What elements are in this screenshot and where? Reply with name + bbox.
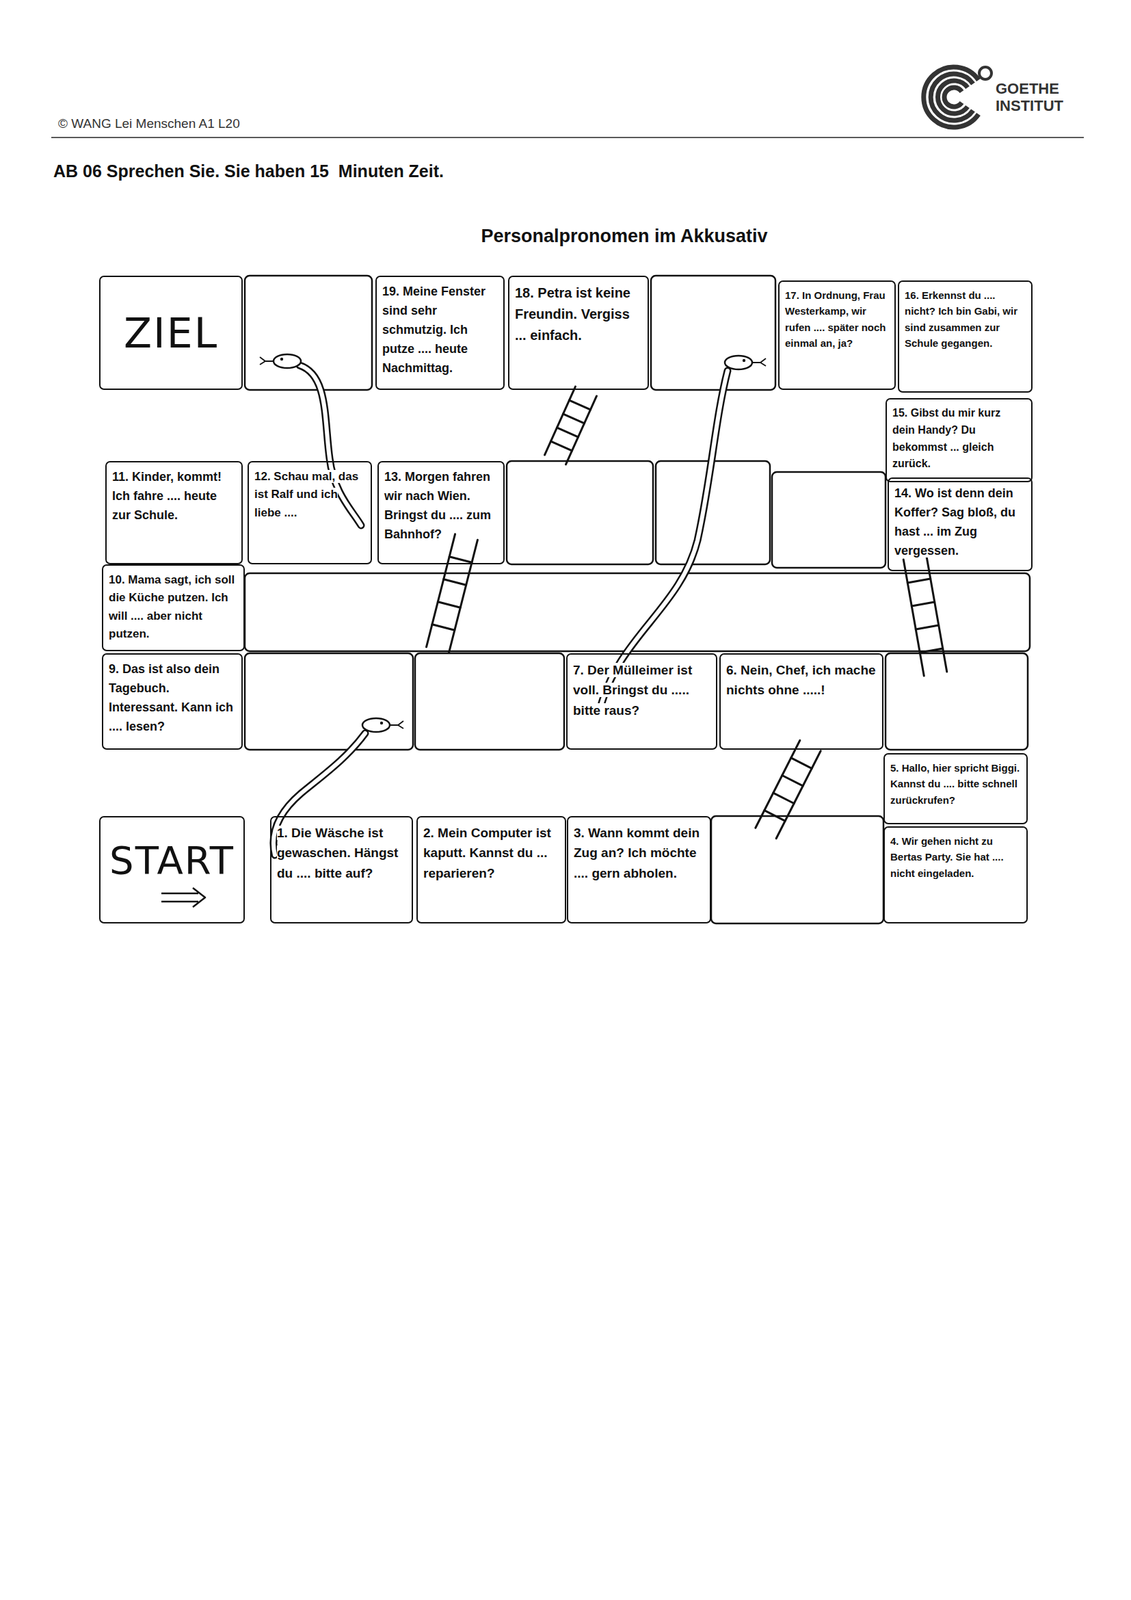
header-rule (51, 136, 1084, 139)
board-endpoint: ZIEL (99, 275, 243, 390)
question-field: 6. Nein, Chef, ich mache nichts ohne ...… (719, 653, 884, 750)
question-text: 6. Nein, Chef, ich mache nichts ohne ...… (726, 662, 876, 697)
ladder-rung (449, 556, 472, 563)
ladder-rung (919, 648, 943, 653)
board-endpoint: START (99, 815, 245, 924)
question-field: 17. In Ordnung, Frau Westerkamp, wir ruf… (778, 280, 896, 390)
ladder (755, 739, 821, 838)
ladder-rung (915, 624, 939, 630)
snake-tongue (259, 356, 274, 365)
question-text: 16. Erkennst du .... nicht? Ich bin Gabi… (904, 289, 1018, 349)
ladder-rail (566, 395, 597, 465)
ladder-rung (568, 400, 591, 410)
ladder-rung (782, 775, 803, 786)
start-arrow (161, 887, 206, 907)
question-field: 13. Morgen fahren wir nach Wien. Bringst… (377, 460, 505, 565)
snake (600, 355, 766, 708)
question-field: 11. Kinder, kommt! Ich fahre .... heute … (105, 460, 243, 565)
question-field: 7. Der Mülleimer ist voll. Bringst du ..… (566, 653, 718, 750)
question-text: 1. Die Wäsche ist gewaschen. Hängst du .… (276, 825, 398, 881)
question-text: 3. Wann kommt dein Zug an? Ich möchte ..… (573, 825, 700, 881)
ladder-rail (776, 750, 821, 839)
ladders (426, 386, 948, 839)
question-text: 5. Hallo, hier spricht Biggi. Kannst du … (890, 761, 1020, 806)
ladder-rail (426, 534, 456, 647)
ladder-rail (926, 555, 948, 672)
question-field: 15. Gibst du mir kurz dein Handy? Du bek… (885, 397, 1033, 483)
question-text: 17. In Ordnung, Frau Westerkamp, wir ruf… (784, 289, 887, 349)
question-text: 11. Kinder, kommt! Ich fahre .... heute … (112, 469, 222, 522)
ladder-rail (448, 539, 478, 653)
ladder-rung (773, 792, 794, 803)
question-text: 7. Der Mülleimer ist voll. Bringst du ..… (573, 662, 693, 718)
question-field: 1. Die Wäsche ist gewaschen. Hängst du .… (270, 815, 414, 924)
ladder-rung (907, 578, 930, 583)
question-field: 10. Mama sagt, ich soll die Küche putzen… (101, 564, 245, 651)
ladder-rung (764, 810, 785, 821)
snake-tongue (752, 358, 766, 366)
snake-body-outline (600, 370, 728, 708)
empty-fields (244, 275, 1030, 924)
ladder-rung (556, 427, 578, 437)
question-text: 18. Petra ist keine Freundin. Vergiss ..… (514, 285, 631, 343)
question-field: 12. Schau mal, das ist Ralf und ich lieb… (247, 460, 372, 565)
endpoint-label: ZIEL (123, 310, 219, 356)
ladder-rung (911, 601, 935, 606)
ladder-rail (755, 739, 801, 828)
question-text: 9. Das ist also dein Tagebuch. Interessa… (108, 661, 234, 734)
copyright-note: © WANG Lei Menschen A1 L20 (58, 116, 241, 132)
snake-eye (380, 721, 383, 725)
task-heading: AB 06 Sprechen Sie. Sie haben 15 Minuten… (53, 161, 444, 182)
question-field: 14. Wo ist denn dein Koffer? Sag bloß, d… (887, 477, 1033, 571)
snakes (259, 354, 766, 855)
ladder (544, 386, 597, 465)
question-text: 2. Mein Computer ist kaputt. Kannst du .… (423, 825, 552, 881)
ladder-rung (432, 624, 455, 630)
goethe-logo (923, 67, 992, 128)
snake-eye (742, 358, 746, 362)
ladder-rung (437, 601, 461, 608)
question-text: 15. Gibst du mir kurz dein Handy? Du bek… (892, 406, 1001, 470)
snake-body (299, 365, 362, 526)
endpoint-label: START (109, 839, 235, 882)
question-text: 10. Mama sagt, ich soll die Küche putzen… (108, 573, 235, 641)
question-text: 12. Schau mal, das ist Ralf und ich lieb… (254, 469, 359, 520)
ladder (426, 534, 478, 653)
question-field: 9. Das ist also dein Tagebuch. Interessa… (101, 653, 243, 750)
snake-tongue (389, 720, 404, 729)
question-field: 2. Mein Computer ist kaputt. Kannst du .… (416, 815, 567, 924)
ladder-rail (903, 559, 924, 676)
question-field: 18. Petra ist keine Freundin. Vergiss ..… (508, 275, 649, 390)
ladder-rail (544, 386, 576, 455)
question-text: 14. Wo ist denn dein Koffer? Sag bloß, d… (894, 486, 1016, 558)
ladder-rung (443, 579, 467, 585)
snake-head (273, 354, 301, 368)
question-field: 19. Meine Fenster sind sehr schmutzig. I… (375, 275, 505, 390)
snake-eye (280, 357, 284, 361)
ladder (903, 555, 947, 676)
question-text: 13. Morgen fahren wir nach Wien. Bringst… (384, 469, 491, 541)
question-field: 5. Hallo, hier spricht Biggi. Kannst du … (883, 752, 1028, 824)
snake-head (362, 717, 390, 732)
question-text: 4. Wir gehen nicht zu Bertas Party. Sie … (890, 834, 1004, 879)
ladder-rung (791, 757, 812, 768)
board-title: Personalpronomen im Akkusativ (384, 225, 864, 247)
question-field: 3. Wann kommt dein Zug an? Ich möchte ..… (566, 815, 712, 924)
snake-head (724, 355, 753, 370)
ladder-rung (562, 413, 584, 424)
ladder-rung (550, 441, 572, 451)
logo-text: GOETHE (995, 80, 1060, 98)
question-field: 16. Erkennst du .... nicht? Ich bin Gabi… (897, 280, 1033, 393)
logo-text: INSTITUT (995, 97, 1064, 115)
question-text: 19. Meine Fenster sind sehr schmutzig. I… (382, 284, 486, 375)
snake-body-outline (299, 365, 362, 526)
question-field: 4. Wir gehen nicht zu Bertas Party. Sie … (883, 826, 1028, 924)
snake-body (600, 370, 728, 708)
